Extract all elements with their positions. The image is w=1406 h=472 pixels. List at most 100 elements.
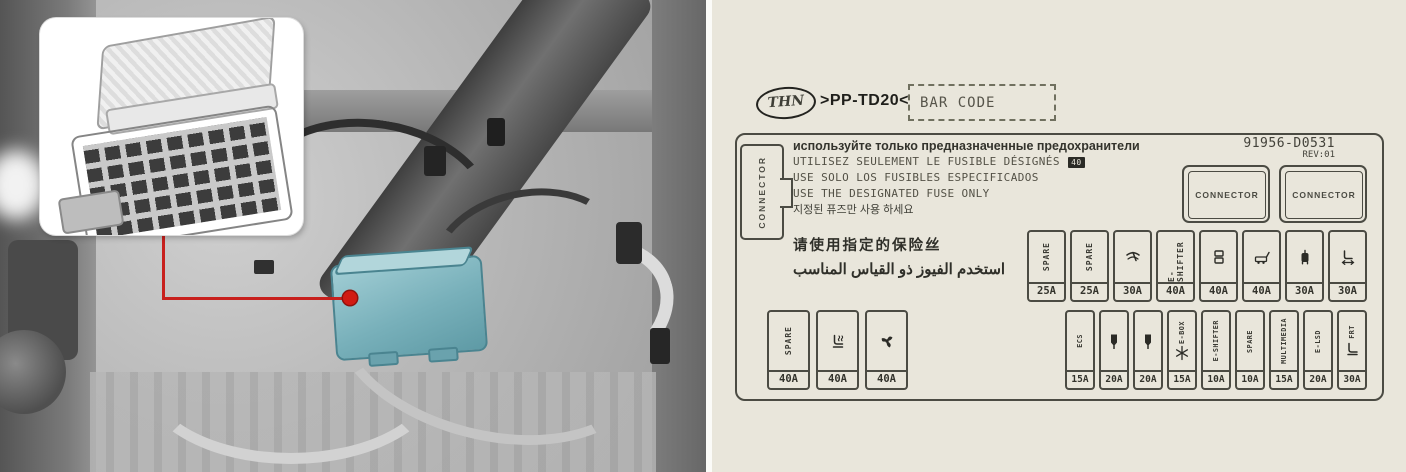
- panel-divider: [706, 0, 712, 472]
- fuse-amp: 40A: [1201, 282, 1236, 300]
- fuse-box: [329, 246, 489, 367]
- fuse-cell: SPARE 40A: [767, 310, 810, 390]
- fuse-label: SPARE: [784, 326, 793, 356]
- fuse-label: FRT: [1348, 325, 1356, 339]
- wiper-icon: [1125, 249, 1141, 265]
- fuse-amp: 30A: [1339, 370, 1365, 388]
- warning-ar: استخدم الفيوز ذو القياس المناسب: [793, 261, 1006, 278]
- fuse-cell: SPARE 25A: [1027, 230, 1066, 302]
- fuse-amp: 25A: [1072, 282, 1107, 300]
- fuse-cell: 40A: [1199, 230, 1238, 302]
- connector-label: CONNECTOR: [757, 155, 767, 229]
- fuse-amp: 30A: [1287, 282, 1322, 300]
- epb-icon: [1211, 249, 1227, 265]
- fuse-amp: 20A: [1305, 370, 1331, 388]
- warning-es: USE SOLO LOS FUSIBLES ESPECIFICADOS: [793, 171, 1039, 184]
- relay-icon: [1140, 333, 1156, 349]
- fuse-cell: E-SHIFTER 10A: [1201, 310, 1231, 390]
- connector-part: [650, 328, 670, 364]
- label-outline: CONNECTOR используйте только предназначе…: [735, 133, 1384, 401]
- fuse-label: ECS: [1076, 334, 1084, 348]
- part-number: 91956-D0531: [1243, 136, 1335, 151]
- connector-part: [424, 146, 446, 176]
- warning-ru: используйте только предназначенные предо…: [793, 139, 1140, 153]
- tailgate-icon: [1254, 249, 1270, 265]
- fuse-cell: 40A: [865, 310, 908, 390]
- warning-ko: 지정된 퓨즈만 사용 하세요: [793, 204, 914, 216]
- photo-shape: [652, 0, 706, 472]
- fuse-label: E-LSD: [1314, 329, 1322, 353]
- fuse-cell: MULTIMEDIA 15A: [1269, 310, 1299, 390]
- warning-en: USE THE DESIGNATED FUSE ONLY: [793, 187, 990, 200]
- callout-line: [162, 297, 350, 300]
- fuse-label: E-SHIFTER: [1212, 320, 1220, 362]
- seat-slide-icon: [1340, 249, 1356, 265]
- barcode-box: BAR CODE: [908, 84, 1056, 121]
- fuse-cell: 30A: [1285, 230, 1324, 302]
- fuse-amp: 40A: [1158, 282, 1193, 300]
- connector-outline-left: CONNECTOR: [740, 144, 793, 240]
- fuse-amp: 25A: [1029, 282, 1064, 300]
- fusebox-inset-illustration: [40, 18, 303, 235]
- fuse-label: SPARE: [1246, 329, 1254, 353]
- fuse-cell: 30A: [1328, 230, 1367, 302]
- model-code: >PP-TD20<: [820, 92, 909, 109]
- fuse-label: SPARE: [1085, 242, 1094, 272]
- fuse-cell: SPARE 25A: [1070, 230, 1109, 302]
- callout-line: [162, 233, 165, 299]
- engine-bay-photo: [0, 0, 706, 472]
- fuse-amp: 40A: [867, 370, 906, 388]
- photo-shape: [0, 330, 66, 414]
- fan-icon: [879, 333, 895, 349]
- fuse-cell: E-SHIFTER 40A: [1156, 230, 1195, 302]
- connector-tab: [780, 178, 793, 208]
- warning-zh: 请使用指定的保险丝: [793, 238, 942, 254]
- fuse-cell: SPARE 10A: [1235, 310, 1265, 390]
- fuse-label: E-BOX: [1178, 320, 1186, 344]
- snowflake-icon: [1174, 345, 1190, 361]
- fuse-cell: ECS 15A: [1065, 310, 1095, 390]
- fuse-amp: 15A: [1067, 370, 1093, 388]
- connector-part: [616, 222, 642, 264]
- fuse-amp: 15A: [1271, 370, 1297, 388]
- photo-shape: [0, 150, 46, 220]
- barcode-label: BAR CODE: [920, 94, 996, 111]
- fuse-cell: 40A: [816, 310, 859, 390]
- relay-icon: [1106, 333, 1122, 349]
- warning-text-block: используйте только предназначенные предо…: [793, 139, 1203, 278]
- seat-icon: [1344, 341, 1360, 357]
- connector-part: [254, 260, 274, 274]
- fuse-cell: 40A: [1242, 230, 1281, 302]
- fuse-box-tab: [368, 350, 399, 367]
- fuse-amp: 15A: [1169, 370, 1195, 388]
- connector-label: CONNECTOR: [1188, 171, 1266, 219]
- fuse-amp: 40A: [818, 370, 857, 388]
- fuse-amp: 20A: [1135, 370, 1161, 388]
- fuse-row-1: SPARE 25A SPARE 25A 30A E-SHIFTER 40A: [1027, 230, 1367, 302]
- fuse-amp: 20A: [1101, 370, 1127, 388]
- fuse-cell: E-LSD 20A: [1303, 310, 1333, 390]
- fuse-cell: FRT 30A: [1337, 310, 1367, 390]
- fuse-cell: 30A: [1113, 230, 1152, 302]
- fuse-label-panel: THN >PP-TD20< BAR CODE CONNECTOR использ…: [712, 0, 1406, 472]
- fuse-amp: 40A: [769, 370, 808, 388]
- fuse-row-2-right: ECS 15A 20A 20A E-BOX 15A: [1065, 310, 1367, 390]
- connector-label: CONNECTOR: [1285, 171, 1363, 219]
- fuse-cell: 20A: [1133, 310, 1163, 390]
- connector-box-1: CONNECTOR: [1182, 165, 1270, 223]
- fuse-box-tab: [427, 346, 459, 363]
- fuse-label: E-SHIFTER: [1166, 241, 1185, 282]
- fuse-amp: 30A: [1115, 282, 1150, 300]
- hose: [140, 292, 442, 464]
- fuse-amp: 10A: [1203, 370, 1229, 388]
- fuse-cell: E-BOX 15A: [1167, 310, 1197, 390]
- connector-part: [487, 118, 505, 146]
- connector-box-2: CONNECTOR: [1279, 165, 1367, 223]
- fuse-label: MULTIMEDIA: [1280, 318, 1288, 364]
- fuse-row-2-left: SPARE 40A 40A 40A: [767, 310, 908, 390]
- fuse-cell: 20A: [1099, 310, 1129, 390]
- heated-seat-icon: [830, 333, 846, 349]
- callout-dot: [343, 291, 357, 305]
